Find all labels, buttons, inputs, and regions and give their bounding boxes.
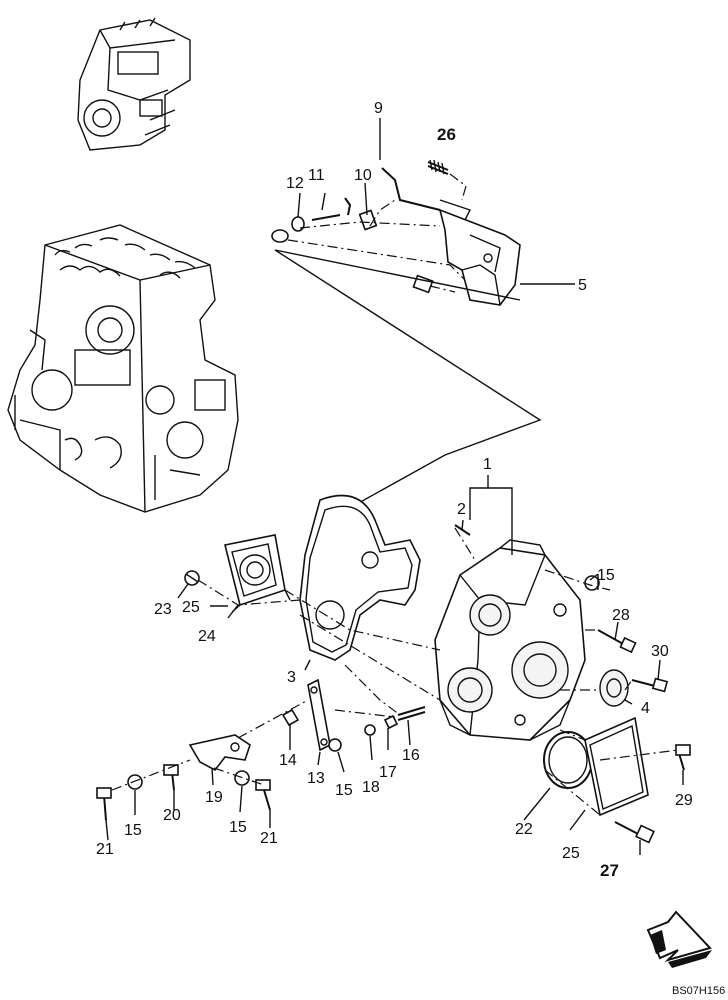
callout-11: 11 bbox=[308, 167, 325, 184]
callout-30: 30 bbox=[651, 643, 669, 660]
callout-28: 28 bbox=[612, 607, 630, 624]
drawing-code: BS07H156 bbox=[672, 985, 725, 997]
callout-20: 20 bbox=[163, 807, 181, 824]
callout-24: 24 bbox=[198, 628, 216, 645]
callout-21-left: 21 bbox=[96, 841, 114, 858]
callout-27: 27 bbox=[600, 861, 619, 880]
callout-15-lower-center: 15 bbox=[335, 782, 353, 799]
callout-29: 29 bbox=[675, 792, 693, 809]
water-pump-plate bbox=[224, 534, 291, 613]
callout-17: 17 bbox=[379, 764, 397, 781]
assembly-center-lines bbox=[111, 527, 679, 816]
callout-22: 22 bbox=[515, 821, 533, 838]
leader-lines bbox=[105, 118, 684, 855]
callout-26: 26 bbox=[437, 125, 456, 144]
callout-12: 12 bbox=[286, 175, 304, 192]
callout-18: 18 bbox=[362, 779, 380, 796]
callout-23: 23 bbox=[154, 601, 172, 618]
bracket-13 bbox=[307, 678, 331, 752]
callout-13: 13 bbox=[307, 770, 325, 787]
callout-5: 5 bbox=[578, 277, 587, 294]
callout-4: 4 bbox=[641, 700, 650, 717]
timing-gear-case bbox=[434, 539, 586, 741]
bolt-23 bbox=[184, 570, 200, 586]
callout-14: 14 bbox=[279, 752, 297, 769]
callout-25-lower: 25 bbox=[562, 845, 580, 862]
engine-block bbox=[7, 224, 239, 513]
callout-15-right: 15 bbox=[597, 567, 615, 584]
callout-2: 2 bbox=[457, 501, 466, 518]
callout-3: 3 bbox=[287, 669, 296, 686]
callout-1: 1 bbox=[483, 456, 492, 473]
forward-arrow-icon[interactable] bbox=[646, 910, 712, 968]
callout-25-left: 25 bbox=[182, 599, 200, 616]
callout-10: 10 bbox=[354, 167, 372, 184]
oil-seal-4 bbox=[599, 669, 629, 707]
callout-21-right: 21 bbox=[260, 830, 278, 847]
callout-15-lower-mid: 15 bbox=[229, 819, 247, 836]
callout-15-lower-left: 15 bbox=[124, 822, 142, 839]
assembly-guide-line bbox=[274, 249, 542, 506]
callout-19: 19 bbox=[205, 789, 223, 806]
timing-cover-gasket bbox=[299, 494, 421, 661]
fasteners bbox=[96, 575, 691, 844]
cover-plate bbox=[584, 716, 649, 817]
callout-9: 9 bbox=[374, 100, 383, 117]
callout-16: 16 bbox=[402, 747, 420, 764]
speed-control-bracket bbox=[271, 159, 521, 306]
bracket-19 bbox=[188, 734, 251, 772]
callout-labels: 1 2 3 4 5 9 10 11 12 13 14 15 15 15 15 1… bbox=[96, 100, 693, 880]
engine-thumbnail bbox=[77, 17, 191, 151]
